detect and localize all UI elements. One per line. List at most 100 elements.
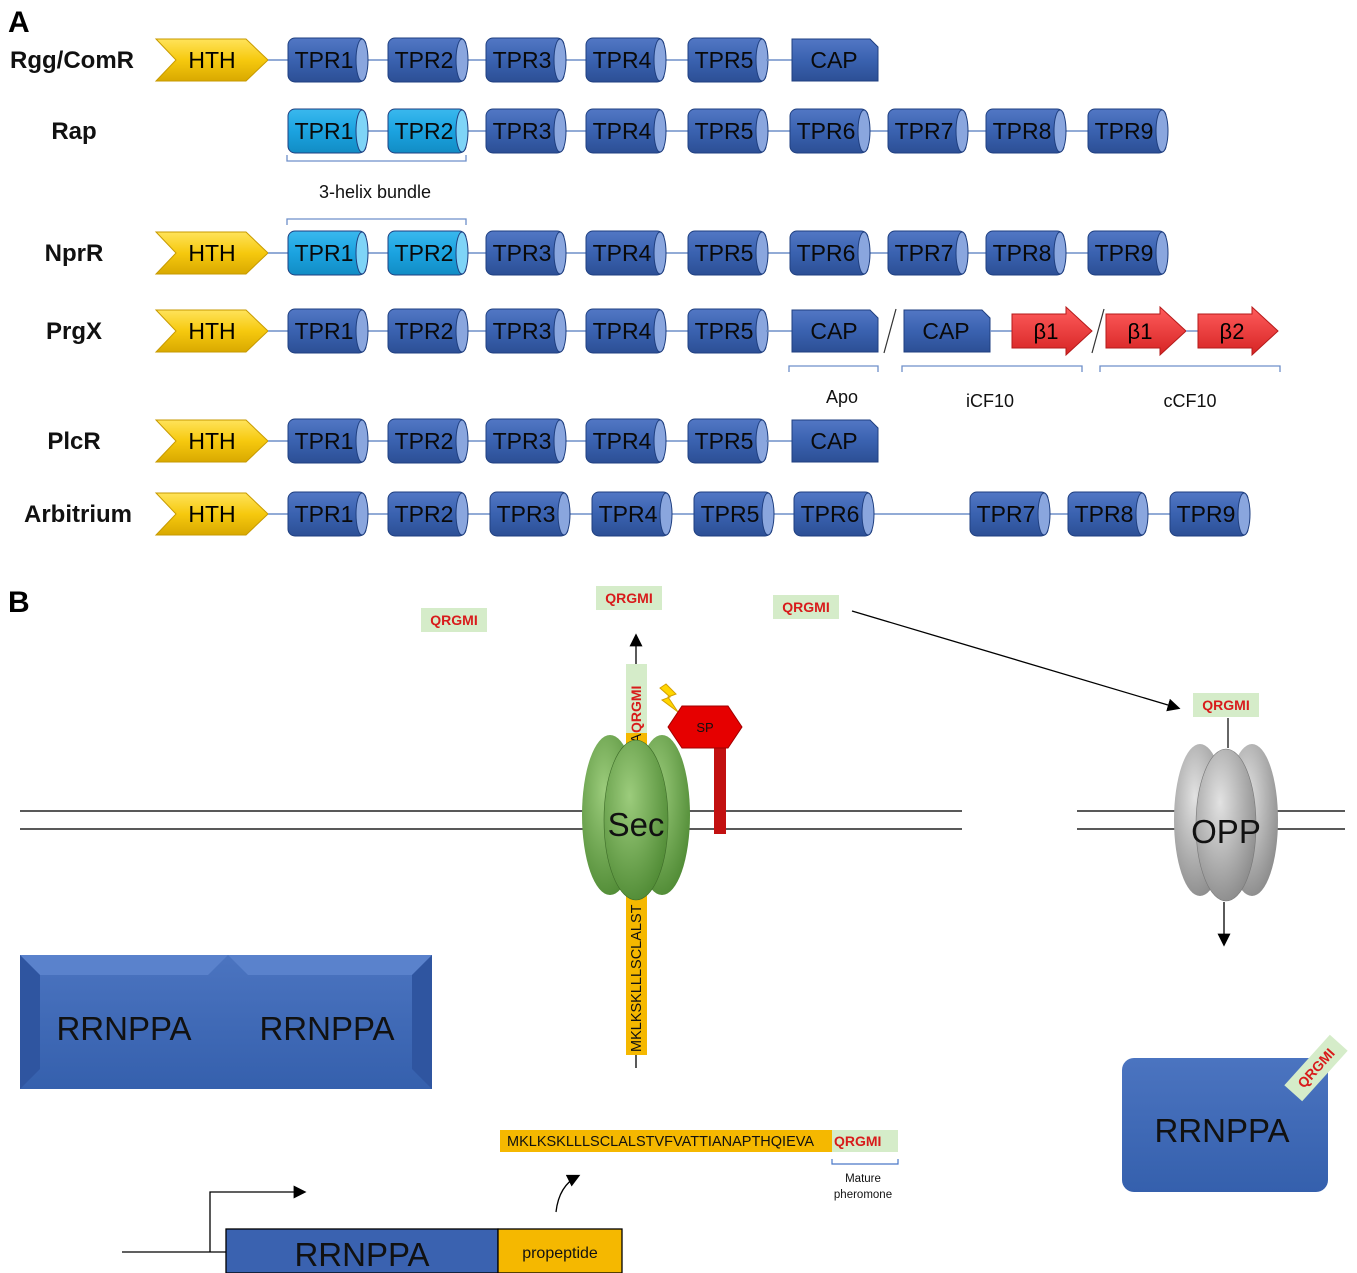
- tpr-domain: TPR1: [287, 308, 369, 354]
- tpr-domain: TPR5: [687, 418, 769, 464]
- row-label: NprR: [45, 240, 104, 267]
- beta-strand: β2: [1197, 305, 1279, 357]
- state-label-ccf10: cCF10: [1163, 391, 1216, 411]
- opp-transporter: OPP: [1174, 744, 1278, 902]
- hth-domain: [154, 419, 269, 463]
- tpr-label: TPR9: [1177, 501, 1236, 527]
- tpr-label: TPR3: [493, 240, 552, 266]
- tpr-label: TPR3: [493, 318, 552, 344]
- translation-arrow: [555, 1174, 581, 1213]
- tpr-label: TPR3: [497, 501, 556, 527]
- tpr-domain: TPR5: [687, 308, 769, 354]
- tpr-domain: TPR2: [387, 37, 469, 83]
- row-label: PrgX: [46, 318, 102, 345]
- row-label: Arbitrium: [24, 501, 132, 528]
- tpr-domain: TPR7: [887, 108, 969, 154]
- peptide-chain-qrgmi: QRGMI: [628, 686, 644, 733]
- propeptide-label: propeptide: [522, 1245, 598, 1262]
- tpr-label: TPR1: [295, 240, 354, 266]
- tpr-label: TPR1: [295, 47, 354, 73]
- tpr-label: TPR5: [695, 240, 754, 266]
- tpr-label: TPR4: [593, 47, 652, 73]
- tpr-domain: TPR3: [485, 418, 567, 464]
- import-arrow: [851, 610, 1181, 712]
- tpr-label: TPR5: [695, 118, 754, 144]
- tpr-domain: TPR4: [585, 308, 667, 354]
- tpr-domain: TPR5: [687, 230, 769, 276]
- tpr-label: TPR5: [695, 428, 754, 454]
- tpr-domain: TPR3: [489, 491, 571, 537]
- tpr-label: TPR6: [801, 501, 860, 527]
- beta-label: β1: [1034, 319, 1059, 344]
- tpr-domain: TPR2: [387, 308, 469, 354]
- signal-peptidase: SP: [667, 705, 743, 834]
- tpr-label: TPR7: [977, 501, 1036, 527]
- tpr-label: TPR6: [797, 118, 856, 144]
- hth-domain: [154, 492, 269, 536]
- peptide-chain-text: MKLKSKLLLSCLALST: [629, 904, 645, 1052]
- tpr-domain: TPR2: [387, 230, 469, 276]
- sec-label: Sec: [608, 806, 665, 843]
- tpr-label: TPR8: [993, 118, 1052, 144]
- tpr-label: TPR2: [395, 318, 454, 344]
- cap-label: CAP: [810, 428, 857, 454]
- tpr-label: TPR1: [295, 118, 354, 144]
- tpr-domain: TPR4: [585, 108, 667, 154]
- tpr-domain: TPR9: [1169, 491, 1251, 537]
- tpr-label: TPR3: [493, 428, 552, 454]
- tpr-domain: TPR9: [1087, 230, 1169, 276]
- propeptide-sequence: MKLKSKLLLSCLALSTVFVATTIANAPTHQIEVA QRGMI…: [500, 1130, 899, 1201]
- cap-domain: CAP: [791, 38, 879, 82]
- cap-label: CAP: [922, 318, 969, 344]
- tpr-domain: TPR4: [585, 418, 667, 464]
- tpr-label: TPR8: [993, 240, 1052, 266]
- svg-text:RRNPPA: RRNPPA: [1154, 1112, 1289, 1149]
- tpr-label: TPR8: [1075, 501, 1134, 527]
- tpr-label: TPR2: [395, 428, 454, 454]
- gene-construct: RRNPPA propeptide: [122, 1185, 623, 1273]
- svg-text:QRGMI: QRGMI: [605, 590, 652, 606]
- state-label-icf10: iCF10: [966, 391, 1014, 411]
- bundle-brace-lower: [286, 218, 467, 225]
- state-brace-icf10: [901, 365, 1083, 372]
- tpr-label: TPR1: [295, 428, 354, 454]
- tpr-domain: TPR1: [287, 491, 369, 537]
- hth-label: HTH: [188, 240, 235, 266]
- tpr-label: TPR5: [695, 318, 754, 344]
- tpr-domain: TPR6: [789, 108, 871, 154]
- pheromone-at-opp: QRGMI: [1193, 693, 1259, 717]
- tpr-domain: TPR6: [793, 491, 875, 537]
- tpr-domain: TPR2: [387, 108, 469, 154]
- tpr-domain: TPR8: [985, 230, 1067, 276]
- tpr-domain: TPR7: [969, 491, 1051, 537]
- beta-label: β1: [1128, 319, 1153, 344]
- tpr-label: TPR2: [395, 501, 454, 527]
- cleavage-lightning-icon: [659, 683, 679, 713]
- tpr-label: TPR7: [895, 118, 954, 144]
- cap-domain: CAP: [791, 309, 879, 353]
- tpr-domain: TPR3: [485, 308, 567, 354]
- tpr-domain: TPR8: [1067, 491, 1149, 537]
- opp-label: OPP: [1191, 813, 1261, 850]
- mature-label-1: Mature: [845, 1173, 881, 1185]
- cap-label: CAP: [810, 318, 857, 344]
- tpr-domain: TPR5: [687, 37, 769, 83]
- tpr-domain: TPR3: [485, 37, 567, 83]
- bundle-brace: [286, 155, 467, 162]
- state-brace-apo: [788, 365, 879, 372]
- tpr-domain: TPR2: [387, 418, 469, 464]
- tpr-domain: TPR4: [591, 491, 673, 537]
- tpr-label: TPR4: [593, 318, 652, 344]
- tpr-label: TPR9: [1095, 118, 1154, 144]
- tpr-domain: TPR9: [1087, 108, 1169, 154]
- tpr-domain: TPR2: [387, 491, 469, 537]
- sp-label: SP: [696, 720, 713, 735]
- rrnppa-bound-receptor: RRNPPA QRGMI: [1122, 1034, 1348, 1192]
- row-label: PlcR: [47, 428, 100, 455]
- cap-domain: CAP: [791, 419, 879, 463]
